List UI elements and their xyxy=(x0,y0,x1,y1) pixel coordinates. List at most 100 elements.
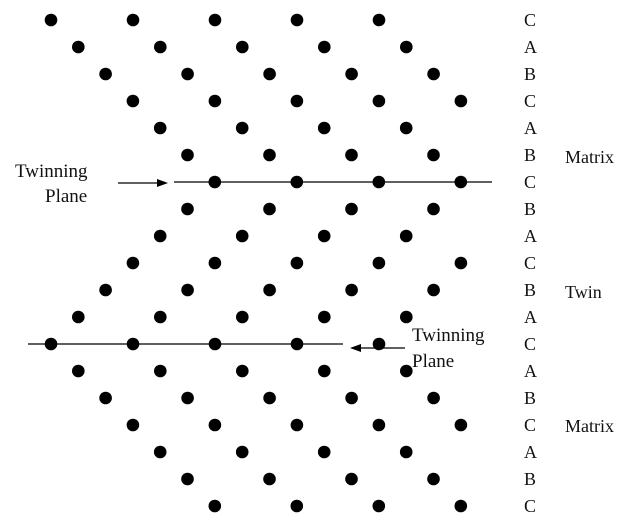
atom xyxy=(153,229,167,243)
atom xyxy=(263,283,276,297)
atom xyxy=(400,364,413,378)
layer-label: B xyxy=(524,145,536,165)
layer-label: A xyxy=(524,442,537,462)
atom xyxy=(372,94,386,108)
layer-label: C xyxy=(524,496,536,516)
atom xyxy=(208,256,222,270)
atom xyxy=(208,13,222,27)
atom xyxy=(345,67,358,81)
atom xyxy=(236,310,249,324)
atom xyxy=(345,472,358,486)
atom xyxy=(454,418,468,432)
atom xyxy=(154,40,167,54)
atom xyxy=(99,391,112,405)
atom xyxy=(290,499,304,513)
atom xyxy=(263,202,276,216)
atom xyxy=(126,94,140,108)
atom xyxy=(181,148,194,162)
atom xyxy=(263,67,276,81)
twinning-plane-lower-label-line1: Twinning xyxy=(412,325,485,346)
atom xyxy=(454,499,468,513)
layer-label: C xyxy=(524,253,536,273)
atom xyxy=(72,40,85,54)
layer-label: C xyxy=(524,415,536,435)
atom xyxy=(372,337,386,351)
atom xyxy=(427,148,440,162)
atom xyxy=(345,202,358,216)
atom xyxy=(99,67,112,81)
atom xyxy=(153,121,167,135)
atom xyxy=(263,148,276,162)
twinning-plane-lines xyxy=(28,181,492,345)
atom xyxy=(126,13,140,27)
atom xyxy=(181,67,194,81)
twinning-plane-lower-arrow xyxy=(350,344,405,352)
atom xyxy=(345,391,358,405)
atom xyxy=(290,13,304,27)
atom xyxy=(427,67,440,81)
atom xyxy=(400,40,413,54)
atom xyxy=(235,229,249,243)
twinning-plane-upper-arrow xyxy=(118,179,168,187)
layer-label: A xyxy=(524,361,537,381)
atom xyxy=(454,94,468,108)
atom xyxy=(317,121,331,135)
atom xyxy=(318,310,331,324)
layer-label: A xyxy=(524,307,537,327)
region-label-twin: Twin xyxy=(565,282,602,302)
atom xyxy=(290,256,304,270)
atom xyxy=(236,364,249,378)
layer-label: B xyxy=(524,199,536,219)
layer-label: B xyxy=(524,64,536,84)
atom xyxy=(154,310,167,324)
atom xyxy=(235,445,249,459)
atom xyxy=(372,418,386,432)
atom xyxy=(372,13,386,27)
atom xyxy=(126,256,140,270)
atom xyxy=(345,148,358,162)
atom xyxy=(290,418,304,432)
atom xyxy=(44,13,58,27)
atom xyxy=(400,310,413,324)
atom xyxy=(454,256,468,270)
atom xyxy=(263,391,276,405)
atom xyxy=(181,472,194,486)
atom xyxy=(427,283,440,297)
atom xyxy=(208,499,222,513)
twinning-plane-upper-label-line1: Twinning xyxy=(15,161,88,182)
atom xyxy=(427,472,440,486)
atom xyxy=(399,445,413,459)
atom xyxy=(235,121,249,135)
atom xyxy=(318,40,331,54)
atom xyxy=(154,364,167,378)
layer-label: B xyxy=(524,280,536,300)
layer-label: C xyxy=(524,91,536,111)
atom xyxy=(399,121,413,135)
layer-label: C xyxy=(524,334,536,354)
layer-label: A xyxy=(524,37,537,57)
twinning-plane-lower-label-line2: Plane xyxy=(412,351,454,372)
atom xyxy=(290,94,304,108)
atom xyxy=(153,445,167,459)
atom xyxy=(236,40,249,54)
atom xyxy=(317,445,331,459)
atom xyxy=(399,229,413,243)
layer-label: A xyxy=(524,118,537,138)
atom xyxy=(99,283,112,297)
atom xyxy=(72,364,85,378)
atom xyxy=(126,418,140,432)
atom xyxy=(427,202,440,216)
atom xyxy=(427,391,440,405)
twinning-plane-upper-label-line2: Plane xyxy=(45,186,87,207)
atom xyxy=(181,391,194,405)
atom xyxy=(208,418,222,432)
atom xyxy=(372,499,386,513)
layer-label: C xyxy=(524,10,536,30)
layer-label: A xyxy=(524,226,537,246)
atom xyxy=(345,283,358,297)
region-label-matrix-top: Matrix xyxy=(565,147,614,167)
layer-label: B xyxy=(524,469,536,489)
